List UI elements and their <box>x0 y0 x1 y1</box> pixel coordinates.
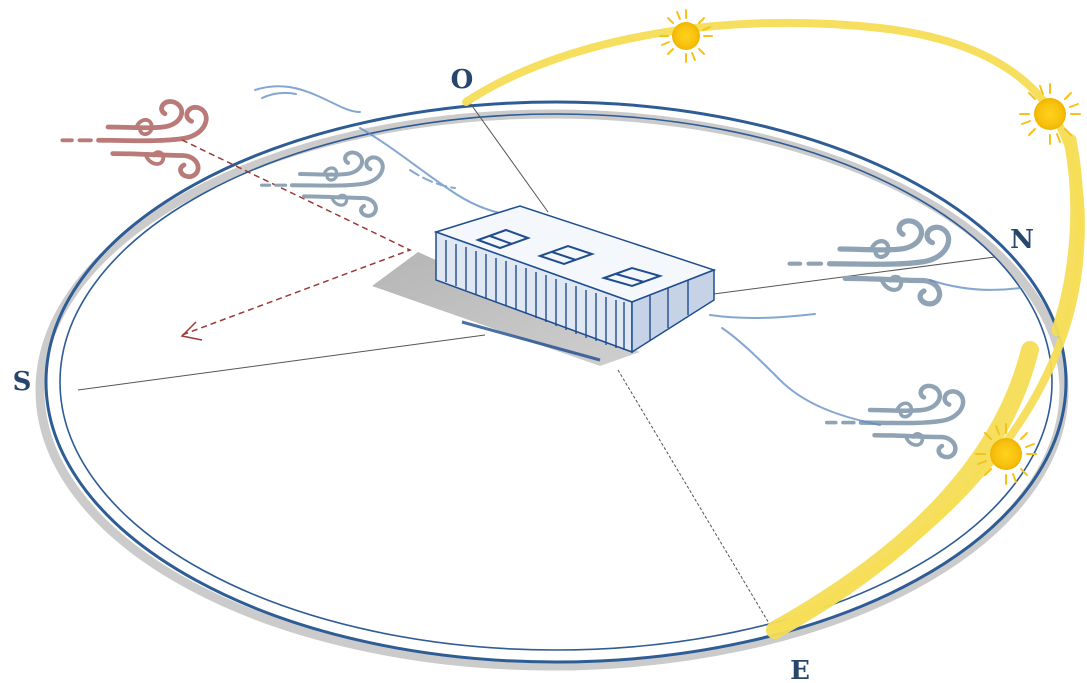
compass-label-east: E <box>790 656 810 683</box>
wind-gust-icon <box>62 102 206 177</box>
axis-line-east <box>617 369 771 626</box>
sun-icon <box>1019 83 1081 145</box>
wind-direction-arrow <box>181 139 412 336</box>
building-block-icon <box>433 205 717 362</box>
arrowhead <box>180 321 203 341</box>
axis-line-south <box>77 334 486 391</box>
compass-label-north: N <box>1010 225 1034 255</box>
wind-gust-icon <box>790 221 949 304</box>
airflow-streaks <box>254 85 1021 426</box>
sun-icon <box>975 423 1037 485</box>
compass-label-west: O <box>451 65 474 95</box>
wind-gust-icon <box>827 386 963 457</box>
sun-icon <box>659 9 713 63</box>
wind-gust-icon <box>262 153 383 216</box>
axis-line-west <box>469 102 549 213</box>
compass-ring <box>44 100 1068 664</box>
sun-path-thick <box>766 341 1039 639</box>
compass-label-south: S <box>13 367 32 397</box>
